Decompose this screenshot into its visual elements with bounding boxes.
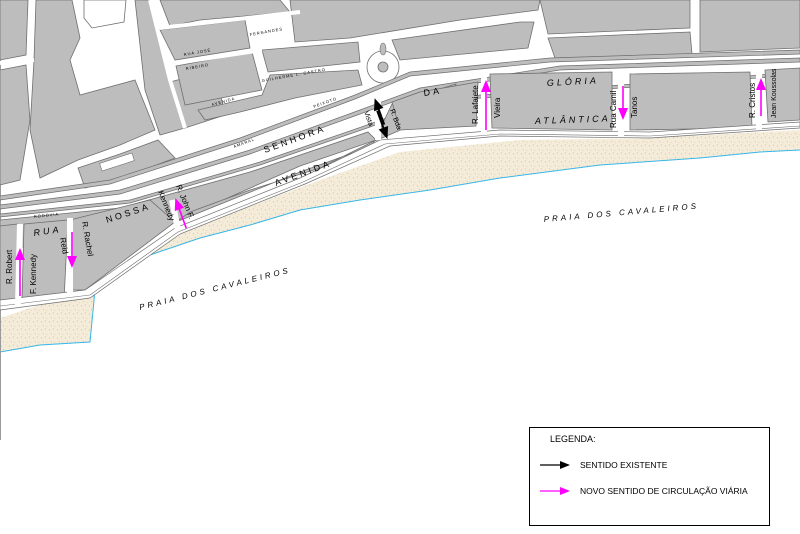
- arrow-new-cristos: [756, 78, 766, 116]
- arrow-new-rachel: [67, 232, 77, 268]
- label-jean-koussolas: Jean Koussolas: [771, 68, 778, 118]
- legend-row-new: NOVO SENTIDO DE CIRCULAÇÃO VIÁRIA: [540, 486, 748, 496]
- legend: LEGENDA: SENTIDO EXISTENTE NOVO SENTIDO …: [529, 427, 770, 526]
- arrow-new-john: [174, 198, 188, 229]
- label-rua-camil: Rua Camil: [609, 90, 618, 128]
- arrow-new-robert: [15, 248, 25, 296]
- highway-separators: [0, 49, 800, 218]
- label-reid: Reid: [58, 237, 70, 255]
- label-praia-left: PRAIA DOS CAVALEIROS: [138, 266, 291, 312]
- label-rodovia: RODOVIA: [34, 211, 60, 219]
- label-rua-jose: RUA JOSÉ: [183, 47, 211, 57]
- shoreline: [0, 149, 800, 353]
- seaside-streets: [15, 68, 762, 307]
- legend-row-existing: SENTIDO EXISTENTE: [540, 460, 667, 470]
- avenida-atlantica: [0, 121, 800, 311]
- arrow-new-tanos: [618, 86, 628, 120]
- upper-roads: [0, 0, 301, 129]
- label-fernandes: FERNANDES: [249, 26, 283, 37]
- seaside-blocks: [0, 67, 800, 306]
- label-vieira: Vieira: [493, 97, 502, 118]
- legend-existing-arrow-icon: [540, 461, 570, 469]
- label-tanos: Tanos: [630, 97, 639, 118]
- label-rua: RUA: [33, 224, 62, 238]
- legend-new-label: NOVO SENTIDO DE CIRCULAÇÃO VIÁRIA: [580, 486, 748, 496]
- label-ribeiro: RIBEIRO: [185, 62, 209, 71]
- legend-title: LEGENDA:: [550, 434, 596, 444]
- label-da: DA: [423, 86, 443, 98]
- beach-sand: [0, 130, 800, 352]
- label-r-cristos: R. Cristos: [748, 83, 757, 118]
- label-f-kennedy: F. Kennedy: [29, 254, 38, 294]
- arrow-existing-down: [376, 110, 389, 140]
- roundabout: [366, 42, 400, 84]
- legend-existing-label: SENTIDO EXISTENTE: [580, 460, 668, 470]
- arrow-new-lafaiete: [481, 80, 491, 130]
- label-vista: Vista: [362, 110, 374, 127]
- existing-direction-arrows: [374, 98, 389, 140]
- arrow-existing-up: [374, 98, 386, 125]
- label-avenida-block: AVENIDA: [211, 96, 236, 107]
- label-r-robert: R. Robert: [5, 249, 14, 284]
- label-atlantica: ATLÂNTICA: [534, 113, 611, 126]
- label-r-lafaiete: R. Lafaiete: [471, 85, 480, 124]
- legend-new-arrow-icon: [540, 487, 570, 495]
- label-praia-right: PRAIA DOS CAVALEIROS: [543, 201, 699, 224]
- label-gloria: GLÓRIA: [547, 75, 599, 88]
- new-direction-arrows: [15, 78, 766, 296]
